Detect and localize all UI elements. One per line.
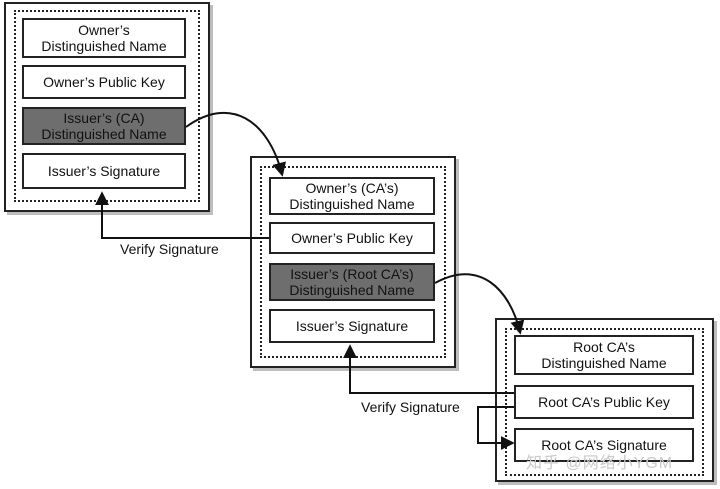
owner-ca-distinguished-name-field: Owner’s (CA’s) Distinguished Name (269, 177, 435, 215)
verify-signature-arrow-2 (343, 344, 514, 394)
verify-signature-label-1: Verify Signature (120, 241, 219, 257)
owner-distinguished-name-field: Owner’s Distinguished Name (22, 18, 186, 58)
verify-signature-label-2: Verify Signature (361, 399, 460, 415)
issuer-root-ca-distinguished-name-field: Issuer’s (Root CA’s) Distinguished Name (269, 263, 435, 301)
issuer-signature-field-2: Issuer’s Signature (269, 309, 435, 343)
watermark-text: 知乎 @网络小YGM (526, 455, 674, 472)
owner-public-key-field-2: Owner’s Public Key (269, 222, 435, 254)
issuer-signature-field: Issuer’s Signature (22, 153, 186, 189)
issuer-link-arrow-1 (185, 111, 286, 177)
self-sign-arrow (477, 406, 515, 450)
issuer-link-arrow-2 (434, 273, 525, 335)
issuer-ca-distinguished-name-field: Issuer’s (CA) Distinguished Name (22, 107, 186, 145)
root-ca-distinguished-name-field: Root CA’s Distinguished Name (514, 335, 694, 375)
root-ca-public-key-field: Root CA’s Public Key (514, 385, 694, 419)
verify-signature-arrow-1 (95, 191, 269, 239)
root-ca-signature-field: Root CA’s Signature (514, 428, 694, 462)
certificate-inner-border (505, 328, 704, 476)
owner-public-key-field: Owner’s Public Key (22, 65, 186, 99)
